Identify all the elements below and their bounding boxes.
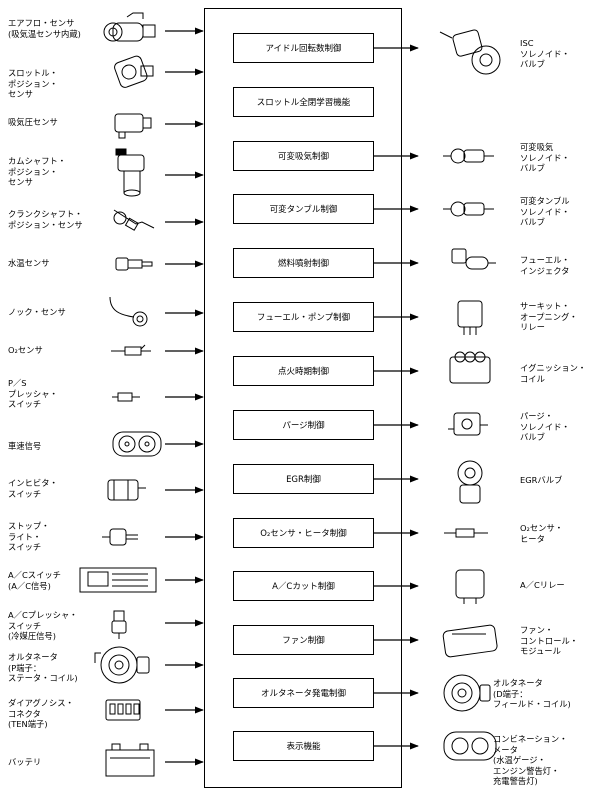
input-label: O₂センサ <box>8 345 43 355</box>
control-function-box: 燃料噴射制御 <box>233 248 374 278</box>
inhibitor-switch-icon <box>107 479 146 501</box>
combination-meter-icon <box>443 731 497 761</box>
control-function-box: 表示機能 <box>233 731 374 761</box>
egr-valve-icon <box>457 460 483 504</box>
input-label: エアフロ・センサ (吸気温センサ内蔵) <box>8 18 81 39</box>
throttle-position-sensor-icon <box>114 55 154 88</box>
input-label: 水温センサ <box>8 258 50 268</box>
variable-intake-solenoid-icon <box>443 148 494 164</box>
intake-pressure-sensor-icon <box>114 113 152 139</box>
input-label: バッテリ <box>8 757 42 767</box>
output-label: EGRバルブ <box>520 475 563 485</box>
input-label: スロットル・ ポジション・ センサ <box>8 68 58 99</box>
isc-solenoid-valve-icon <box>439 29 501 75</box>
input-label: インヒビタ・ スイッチ <box>8 478 58 499</box>
diagnosis-connector-icon <box>105 699 141 721</box>
input-label: ストップ・ ライト・ スイッチ <box>8 521 50 552</box>
speedometer-icon <box>112 431 162 457</box>
output-label: コンビネーション・ メータ (水温ゲージ・ エンジン警告灯・ 充電警告灯) <box>493 734 568 786</box>
control-function-box: EGR制御 <box>233 464 374 494</box>
input-label: クランクシャフト・ ポジション・センサ <box>8 209 83 230</box>
output-label: ファン・ コントロール・ モジュール <box>520 625 579 656</box>
input-label: 車速信号 <box>8 441 42 451</box>
battery-icon <box>105 743 155 777</box>
control-function-box: ファン制御 <box>233 625 374 655</box>
output-label: フューエル・ インジェクタ <box>520 255 570 276</box>
alternator-output-icon <box>443 674 491 712</box>
water-temp-sensor-icon <box>115 257 153 271</box>
ecu-block <box>204 8 402 788</box>
o2-sensor-icon <box>111 344 151 356</box>
ac-relay-icon <box>455 569 485 604</box>
airflow-sensor-icon <box>103 12 156 42</box>
control-function-box: スロットル全閉学習機能 <box>233 87 374 117</box>
input-label: ノック・センサ <box>8 307 66 317</box>
control-function-box: オルタネータ発電制御 <box>233 678 374 708</box>
fuel-injector-icon <box>451 248 496 270</box>
ac-switch-panel-icon <box>79 567 157 593</box>
output-label: 可変タンブル ソレノイド・ バルブ <box>520 196 570 227</box>
output-label: イグニッション・ コイル <box>520 363 587 384</box>
output-label: 可変吸気 ソレノイド・ バルブ <box>520 142 570 173</box>
control-function-box: パージ制御 <box>233 410 374 440</box>
input-label: オルタネータ (P端子： ステータ・コイル) <box>8 652 78 683</box>
variable-tumble-solenoid-icon <box>443 201 494 217</box>
control-function-box: アイドル回転数制御 <box>233 33 374 63</box>
input-label: ダイアグノシス・ コネクタ (TEN端子) <box>8 698 74 729</box>
output-label: オルタネータ (D端子： フィールド・コイル) <box>493 678 571 709</box>
input-label: P／S プレッシャ・ スイッチ <box>8 378 58 409</box>
input-label: カムシャフト・ ポジション・ センサ <box>8 156 67 187</box>
control-function-box: 可変吸気制御 <box>233 141 374 171</box>
camshaft-position-sensor-icon <box>115 148 145 197</box>
control-function-box: O₂センサ・ヒータ制御 <box>233 518 374 548</box>
input-label: A／Cスイッチ (A／C信号) <box>8 570 61 591</box>
control-function-box: 可変タンブル制御 <box>233 194 374 224</box>
output-label: サーキット・ オープニング・ リレー <box>520 301 578 332</box>
output-label: A／Cリレー <box>520 580 565 590</box>
control-function-box: 点火時期制御 <box>233 356 374 386</box>
knock-sensor-icon <box>109 296 148 327</box>
ac-pressure-switch-icon <box>111 610 127 639</box>
input-label: 吸気圧センサ <box>8 117 58 127</box>
circuit-opening-relay-icon <box>457 300 483 335</box>
ignition-coil-icon <box>449 351 491 384</box>
control-function-box: A／Cカット制御 <box>233 571 374 601</box>
stop-light-switch-icon <box>102 528 138 546</box>
control-function-box: フューエル・ポンプ制御 <box>233 302 374 332</box>
alternator-icon <box>94 646 150 684</box>
output-label: ISC ソレノイド・ バルブ <box>520 38 570 69</box>
o2-sensor-heater-icon <box>444 528 488 538</box>
purge-solenoid-valve-icon <box>448 412 488 436</box>
input-label: A／Cプレッシャ・ スイッチ (冷媒圧信号) <box>8 610 78 641</box>
crankshaft-position-sensor-icon <box>113 209 155 231</box>
output-label: O₂センサ・ ヒータ <box>520 523 564 544</box>
ps-pressure-switch-icon <box>112 392 140 402</box>
fan-control-module-icon <box>442 624 498 658</box>
output-label: パージ・ ソレノイド・ バルブ <box>520 411 570 442</box>
